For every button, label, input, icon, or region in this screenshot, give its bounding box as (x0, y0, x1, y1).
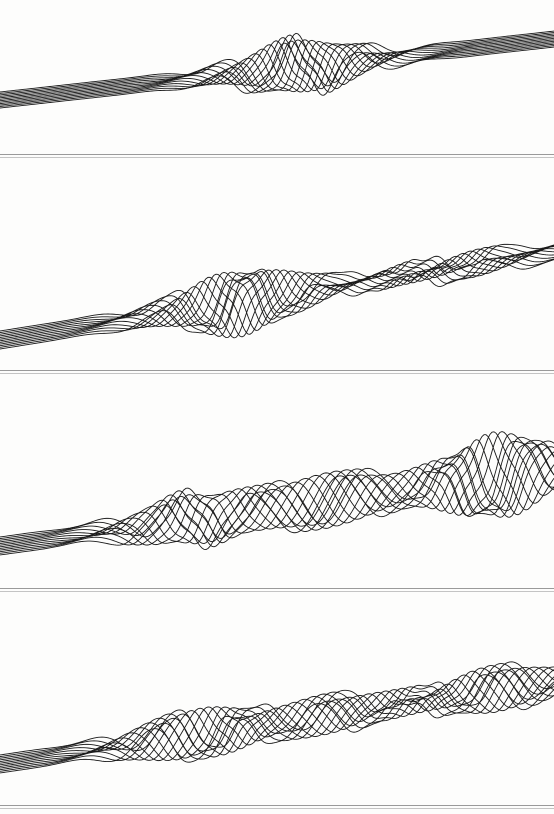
streakline-panel-2 (0, 160, 554, 370)
streakline-curve (0, 31, 554, 92)
streakline-curve (0, 246, 554, 333)
streakline-curve (0, 675, 554, 773)
streakline-curve (0, 667, 554, 765)
streakline-panel-3 (0, 376, 554, 588)
panel-4-lines (0, 594, 554, 804)
panel-separator-2 (0, 370, 554, 374)
streakline-curve (0, 40, 554, 101)
streakline-curve (0, 260, 554, 350)
panel-separator-3 (0, 588, 554, 592)
panel-separator-4 (0, 805, 554, 809)
streakline-panel-1 (0, 0, 554, 154)
streakline-curve (0, 672, 554, 771)
streakline-curve (0, 667, 554, 763)
streakline-curve (0, 43, 554, 108)
streakline-curve (0, 33, 554, 94)
streakline-curve (0, 247, 554, 338)
streakline-curve (0, 440, 554, 538)
panel-2-lines (0, 160, 554, 370)
streakline-curve (0, 255, 554, 344)
panel-separator-1 (0, 154, 554, 158)
streakline-curve (0, 37, 554, 98)
streakline-curve (0, 440, 554, 549)
streakline-curve (0, 668, 554, 760)
panel-3-lines (0, 376, 554, 588)
streakline-panel-4 (0, 594, 554, 804)
panel-1-lines (0, 0, 554, 154)
streakline-curve (0, 670, 554, 770)
